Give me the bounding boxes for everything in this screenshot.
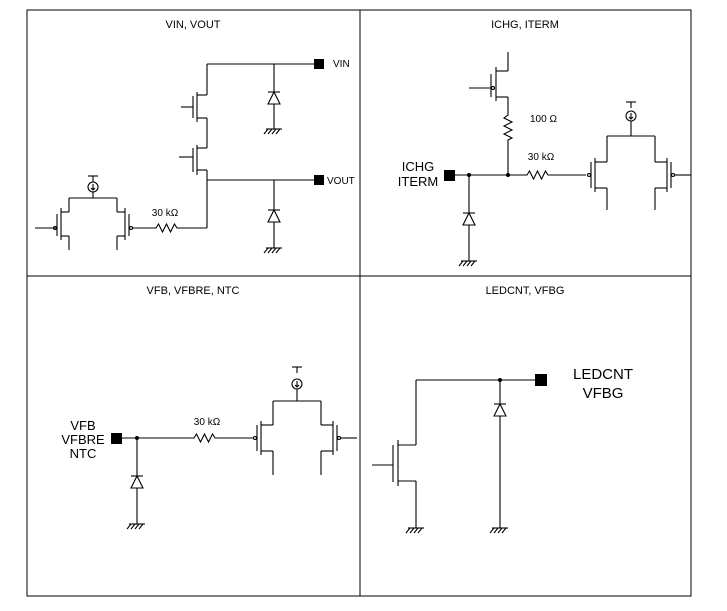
pin-vout-pad — [314, 175, 324, 185]
panel-ichg-iterm: ICHG, ITERM 100 Ω ICHG ITERM 30 kΩ — [398, 19, 691, 267]
current-source-icon — [625, 110, 637, 122]
diode-icon — [267, 91, 281, 105]
pin-ichg-label-line1: ICHG — [402, 159, 435, 174]
diode-icon — [462, 212, 476, 226]
panel-vin-vout: VIN, VOUT VIN VOUT — [35, 19, 355, 254]
ground-icon — [405, 519, 425, 534]
diode-icon — [130, 475, 144, 489]
resistor-top-label: 100 Ω — [530, 114, 557, 125]
resistor-label: 30 kΩ — [152, 208, 179, 219]
resistor-series-label: 30 kΩ — [528, 152, 555, 163]
diode-icon — [493, 403, 507, 417]
diode-icon — [267, 209, 281, 223]
panel-title-vin-vout: VIN, VOUT — [165, 19, 220, 31]
panel-vfb-vfbre-ntc: VFB, VFBRE, NTC VFB VFBRE NTC 30 kΩ — [61, 285, 357, 530]
pin-ichg-pad — [444, 170, 455, 181]
pin-vfb-label-line1: VFB — [70, 418, 95, 433]
resistor-icon — [153, 223, 181, 233]
pin-ledcnt-label-line1: LEDCNT — [573, 366, 633, 383]
pin-vfb-label-line3: NTC — [70, 446, 97, 461]
resistor-icon — [191, 433, 219, 443]
panel-ledcnt-vfbg: LEDCNT, VFBG LEDCNT VFBG — [372, 285, 633, 534]
ground-icon — [489, 519, 509, 534]
panel-title-ledcnt-vfbg: LEDCNT, VFBG — [486, 285, 565, 297]
pin-vin-pad — [314, 59, 324, 69]
panel-title-vfb-vfbre-ntc: VFB, VFBRE, NTC — [147, 285, 240, 297]
pin-vin-label: VIN — [333, 59, 350, 70]
panel-title-ichg-iterm: ICHG, ITERM — [491, 19, 559, 31]
pin-ledcnt-pad — [535, 374, 547, 386]
resistor-icon — [524, 170, 552, 180]
current-source-icon — [87, 181, 99, 193]
resistor-icon — [503, 111, 513, 143]
resistor-label: 30 kΩ — [194, 417, 221, 428]
pin-vfb-pad — [111, 433, 122, 444]
panel-frames — [26, 9, 692, 597]
pin-ichg-label-line2: ITERM — [398, 174, 438, 189]
pin-vout-label: VOUT — [327, 176, 355, 187]
pin-ledcnt-label-line2: VFBG — [583, 385, 624, 402]
ground-icon — [126, 515, 146, 530]
ground-icon — [263, 239, 283, 254]
current-source-icon — [291, 378, 303, 390]
ground-icon — [458, 252, 478, 267]
pin-vfb-label-line2: VFBRE — [61, 432, 105, 447]
ground-icon — [263, 120, 283, 135]
